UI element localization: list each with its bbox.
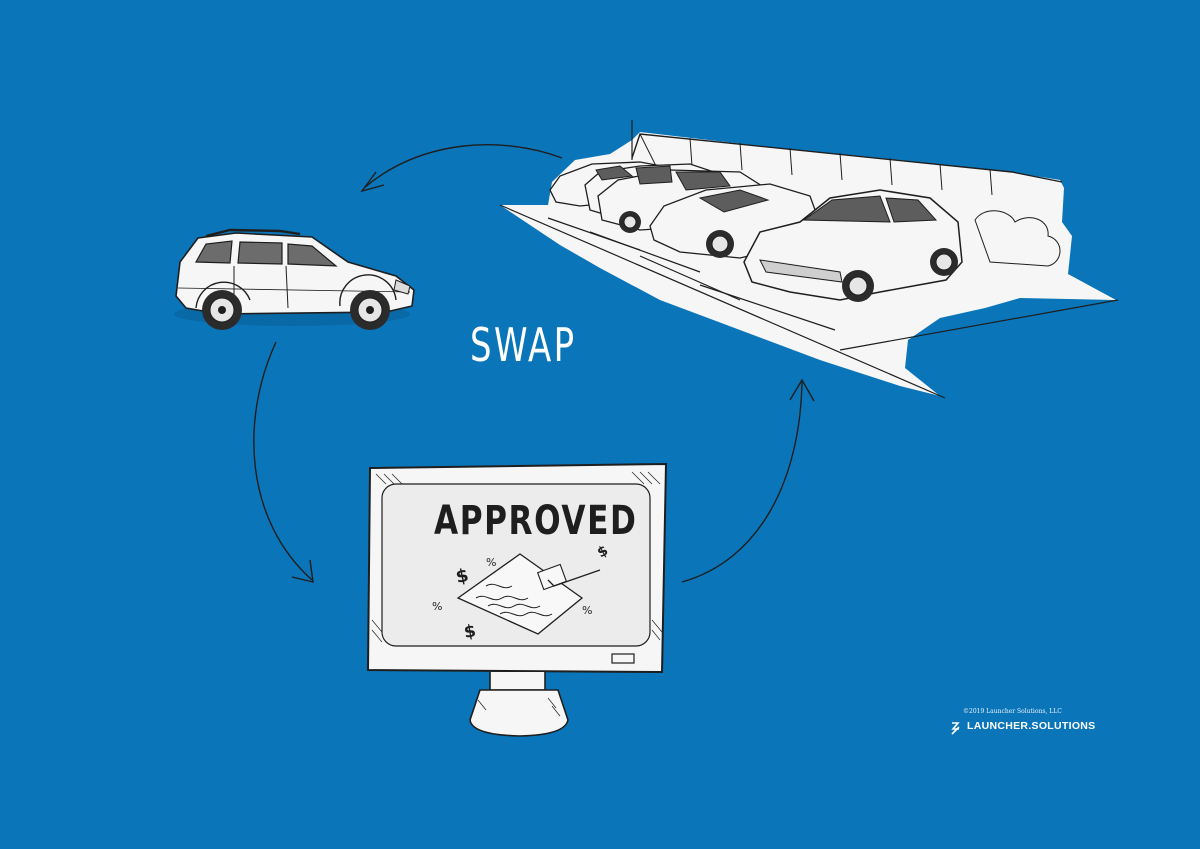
doc-symbol-percent-3: % — [582, 604, 593, 617]
monitor-icon — [366, 462, 668, 737]
brand-name: LAUNCHER.SOLUTIONS — [967, 720, 1096, 732]
arrow-car-to-monitor-head — [291, 559, 314, 583]
arrow-monitor-to-lot — [681, 381, 803, 583]
doc-symbol-percent-1: % — [486, 556, 497, 569]
approved-screen-text: APPROVED — [434, 498, 638, 544]
arrow-lot-to-car — [363, 144, 563, 189]
arrow-lot-to-car-head — [360, 171, 385, 193]
swap-title: SWAP — [470, 318, 577, 372]
doc-symbol-percent-2: % — [432, 600, 443, 613]
copyright-text: ©2019 Launcher Solutions, LLC — [963, 708, 1062, 715]
brand-logo[interactable]: LAUNCHER.SOLUTIONS — [950, 720, 1095, 732]
brand-icon-spacer — [950, 720, 962, 732]
dealer-lot-icon — [499, 120, 1119, 399]
arrow-monitor-to-lot-head — [789, 378, 815, 402]
launcher-logo-icon — [951, 722, 960, 735]
arrow-car-to-monitor — [253, 341, 313, 581]
suv-car-icon — [174, 228, 415, 330]
signed-document-icon — [456, 553, 601, 635]
